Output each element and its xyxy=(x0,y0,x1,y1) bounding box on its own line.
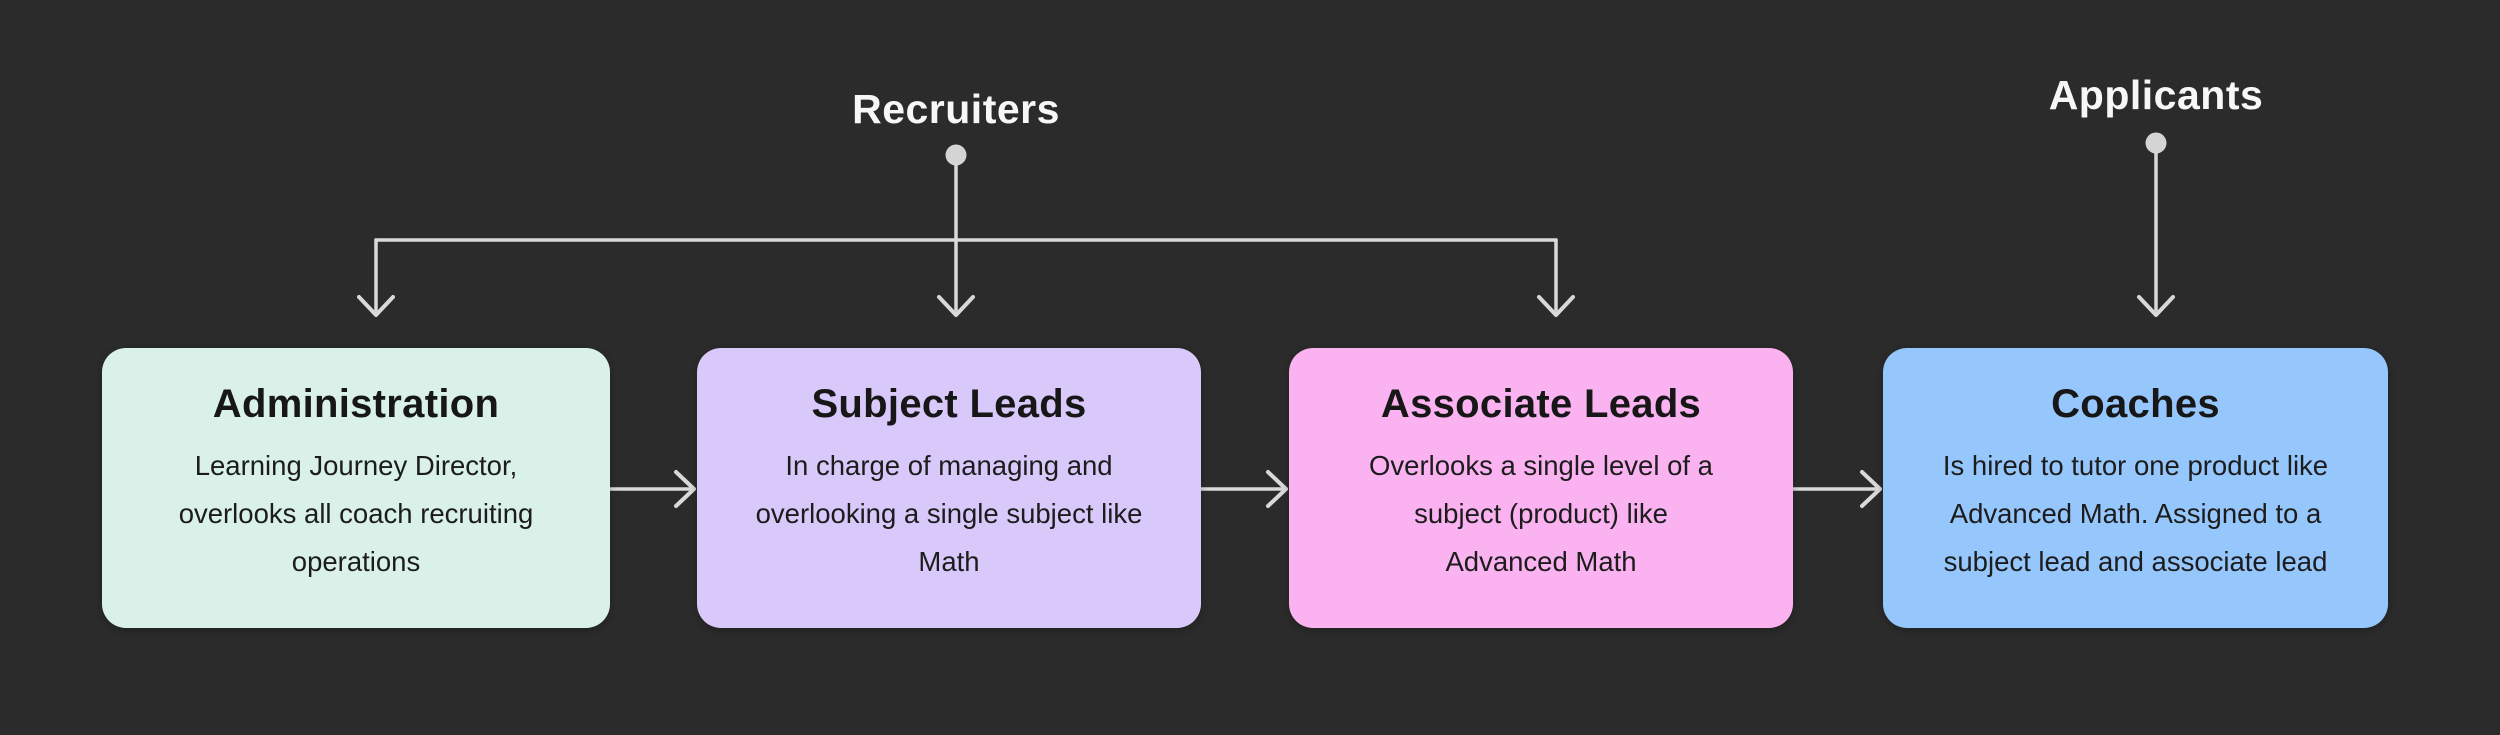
arrowhead-down-subject-leads xyxy=(937,295,975,317)
arrowhead-down-associate-leads xyxy=(1537,295,1575,317)
node-body: Learning Journey Director, overlooks all… xyxy=(178,450,534,577)
node-title: Coaches xyxy=(2051,382,2220,426)
arrowhead-down-administration xyxy=(357,295,395,317)
node-associate-leads[interactable]: Associate Leads Overlooks a single level… xyxy=(1289,348,1793,628)
arrowhead-down-coaches xyxy=(2137,295,2175,317)
node-body: In charge of managing and overlooking a … xyxy=(755,450,1143,577)
label-applicants: Applicants xyxy=(2048,72,2264,118)
arrowhead-right-subject-leads xyxy=(674,470,696,508)
node-body: Is hired to tutor one product like Advan… xyxy=(1942,450,2329,577)
node-administration[interactable]: Administration Learning Journey Director… xyxy=(102,348,610,628)
applicants-source-dot xyxy=(2145,132,2167,154)
node-coaches[interactable]: Coaches Is hired to tutor one product li… xyxy=(1883,348,2388,628)
node-body: Overlooks a single level of a subject (p… xyxy=(1369,450,1713,577)
node-title: Administration xyxy=(212,382,500,426)
node-title: Subject Leads xyxy=(811,382,1087,426)
arrowhead-right-associate-leads xyxy=(1266,470,1288,508)
node-subject-leads[interactable]: Subject Leads In charge of managing and … xyxy=(697,348,1201,628)
arrowhead-right-coaches xyxy=(1860,470,1882,508)
label-recruiters: Recruiters xyxy=(852,86,1060,132)
recruiters-source-dot xyxy=(945,144,967,166)
node-title: Associate Leads xyxy=(1380,382,1702,426)
